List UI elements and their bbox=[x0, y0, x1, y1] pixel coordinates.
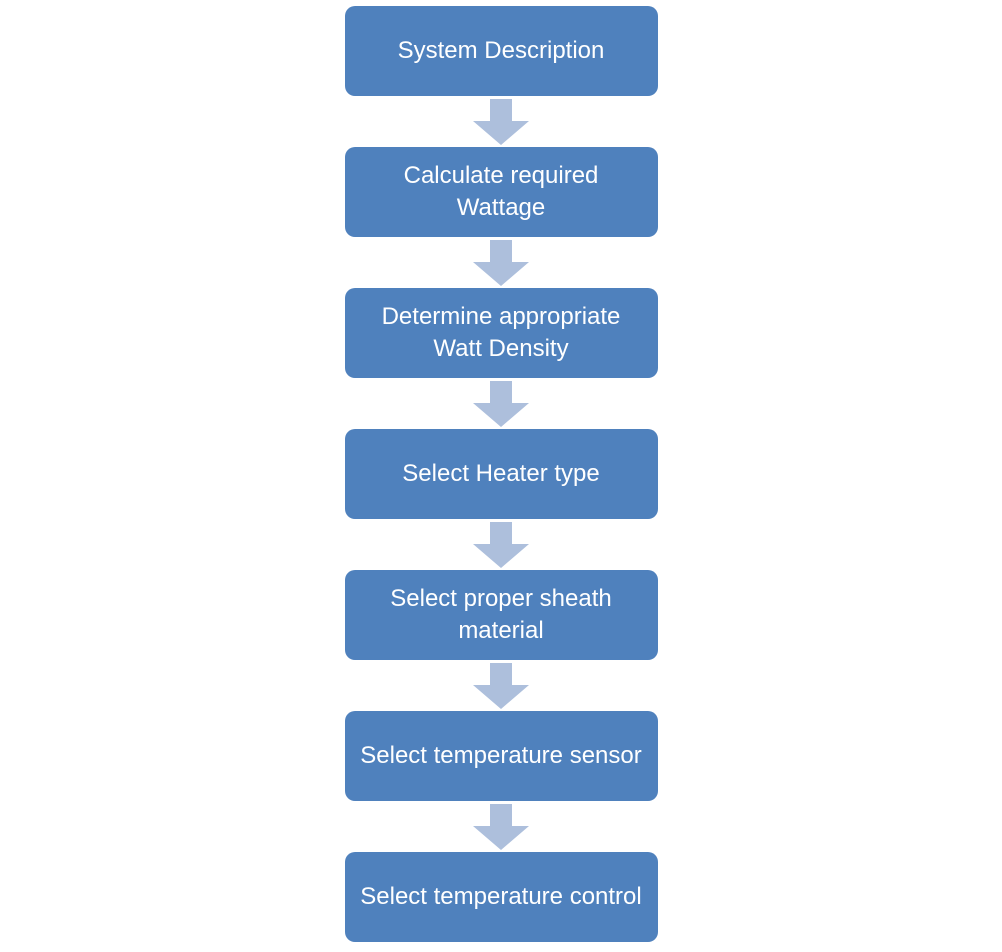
connector-3 bbox=[473, 378, 529, 429]
node-label: Select proper sheath material bbox=[390, 584, 612, 644]
connector-2 bbox=[473, 237, 529, 288]
down-arrow-icon bbox=[473, 803, 529, 850]
flowchart-node-sheath-material: Select proper sheath material bbox=[344, 570, 658, 660]
node-label: Select temperature sensor bbox=[360, 741, 642, 769]
down-arrow-icon bbox=[473, 521, 529, 568]
flowchart-node-heater-type: Select Heater type bbox=[344, 429, 658, 519]
flowchart-node-watt-density: Determine appropriate Watt Density bbox=[344, 288, 658, 378]
down-arrow-icon bbox=[473, 380, 529, 427]
connector-6 bbox=[473, 801, 529, 852]
node-label: Calculate required Wattage bbox=[403, 161, 599, 221]
connector-5 bbox=[473, 660, 529, 711]
flowchart-node-temperature-sensor: Select temperature sensor bbox=[344, 711, 658, 801]
flowchart-node-temperature-control: Select temperature control bbox=[344, 852, 658, 942]
connector-1 bbox=[473, 96, 529, 147]
node-label: Select Heater type bbox=[402, 459, 600, 487]
node-label: System Description bbox=[397, 36, 605, 64]
down-arrow-icon bbox=[473, 98, 529, 145]
flowchart-node-system-description: System Description bbox=[344, 6, 658, 96]
down-arrow-icon bbox=[473, 662, 529, 709]
node-label: Determine appropriate Watt Density bbox=[381, 302, 621, 362]
flowchart-node-calculate-wattage: Calculate required Wattage bbox=[344, 147, 658, 237]
node-label: Select temperature control bbox=[360, 882, 642, 910]
down-arrow-icon bbox=[473, 239, 529, 286]
connector-4 bbox=[473, 519, 529, 570]
